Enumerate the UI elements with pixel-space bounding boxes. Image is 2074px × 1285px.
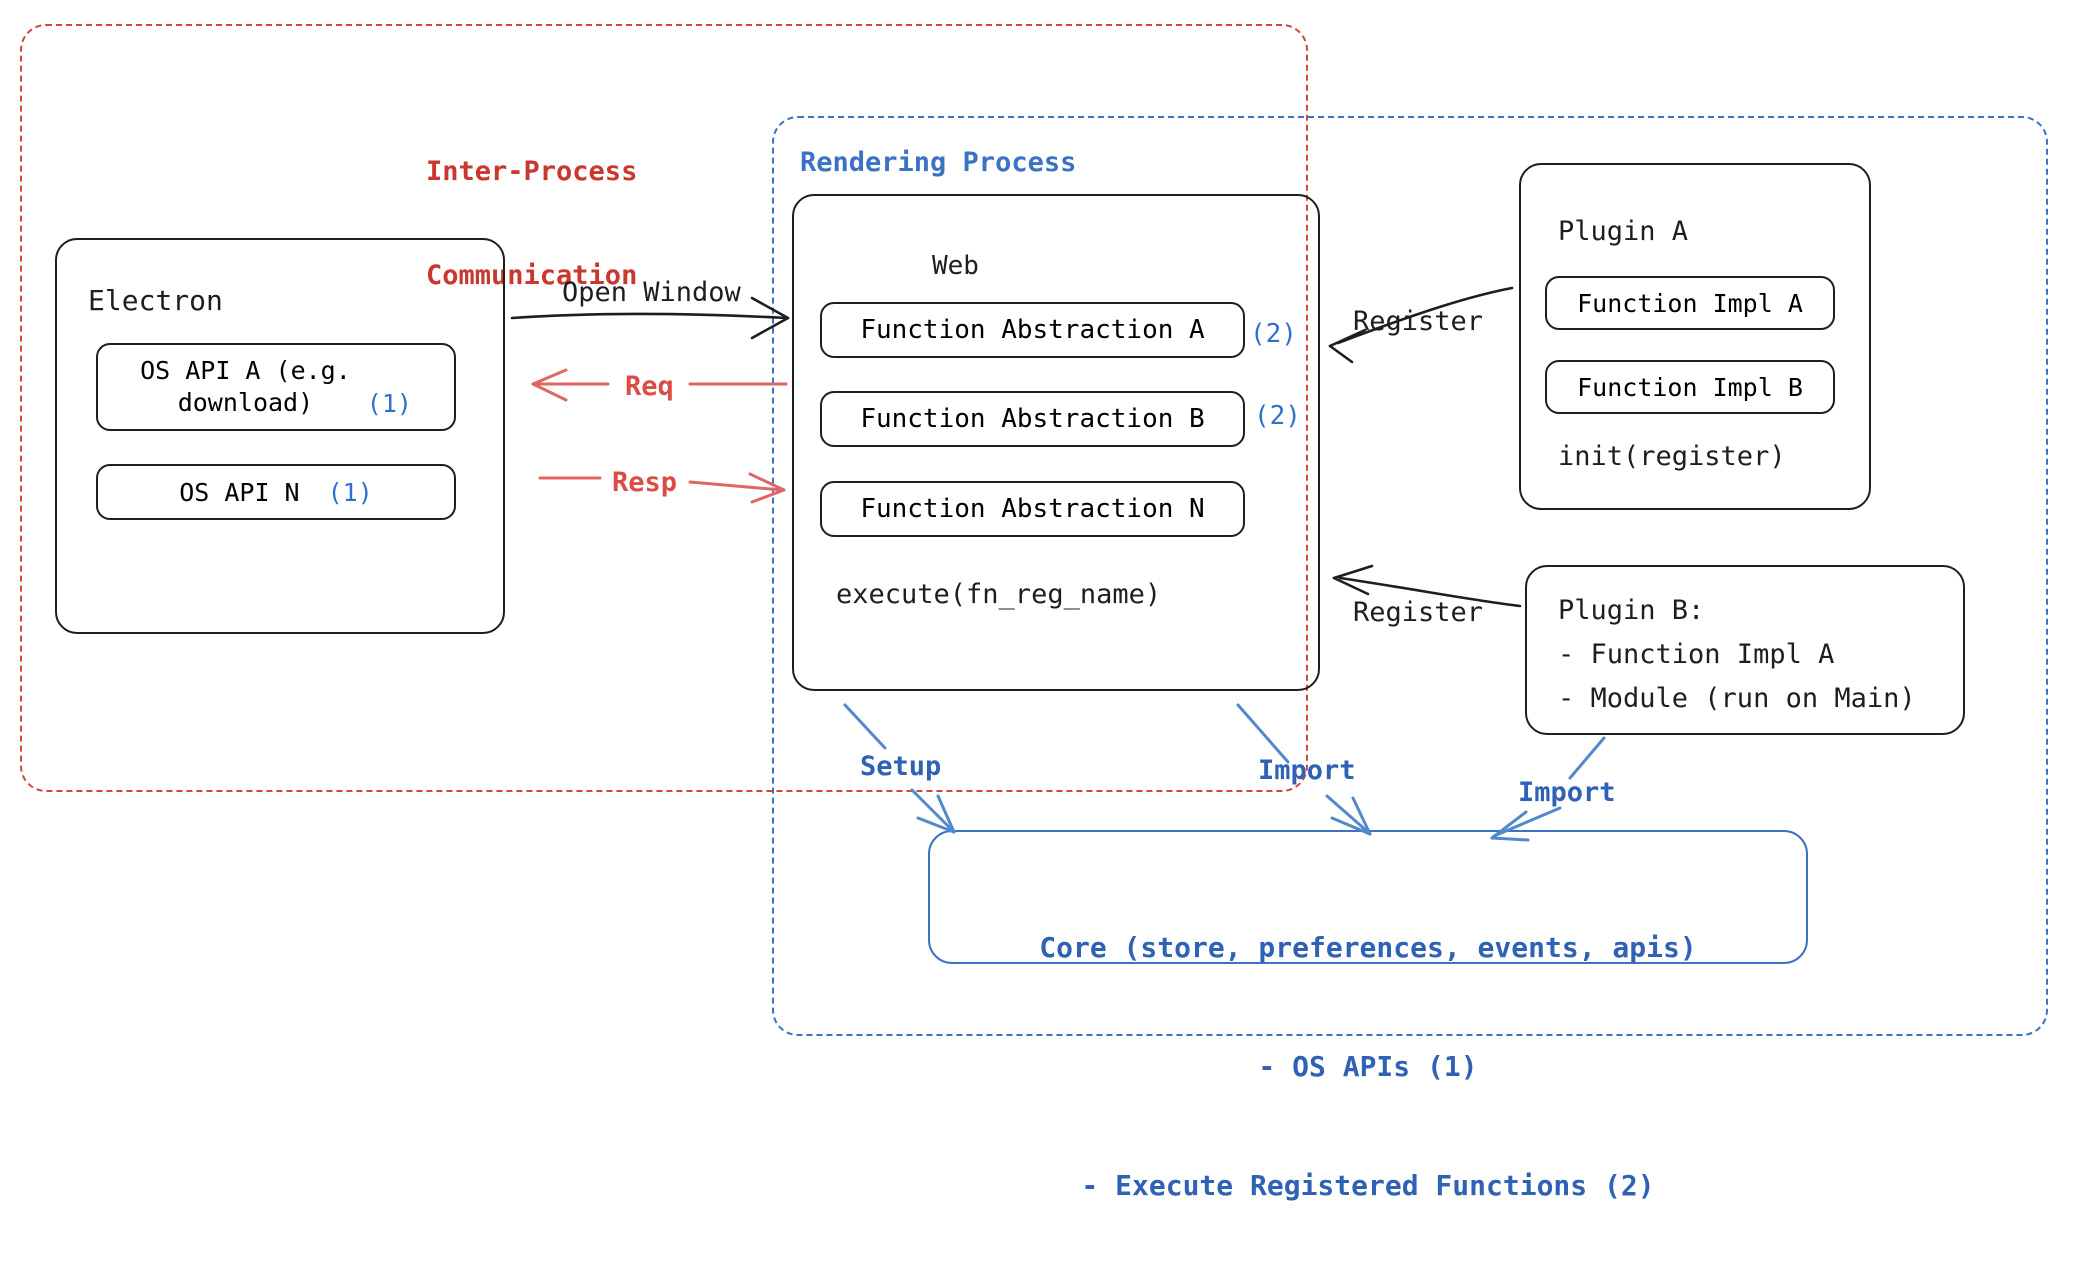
boundary-label-rendering-process: Rendering Process	[800, 147, 1077, 178]
plugin-b-line-1: - Function Impl A	[1558, 639, 1835, 670]
function-abstraction-b-label: Function Abstraction B	[860, 404, 1205, 434]
os-api-a-line1: OS API A (e.g.	[140, 355, 351, 385]
boundary-inter-process-communication	[20, 24, 1308, 792]
electron-box	[55, 238, 505, 634]
arrow-label-register-plugin-a: Register	[1353, 306, 1484, 337]
plugin-a-box	[1519, 163, 1871, 510]
plugin-a-function-impl-a-label: Function Impl A	[1577, 288, 1803, 318]
arrow-label-open-window: Open Window	[562, 277, 741, 308]
core-text: Core (store, preferences, events, apis) …	[928, 848, 1808, 1285]
arrow-label-import-web: Import	[1258, 755, 1356, 786]
web-title: Web	[932, 251, 979, 281]
function-abstraction-a-box: Function Abstraction A	[820, 302, 1245, 358]
function-abstraction-b-box: Function Abstraction B	[820, 391, 1245, 447]
plugin-a-function-impl-b-label: Function Impl B	[1577, 372, 1803, 402]
plugin-b-line-2: - Module (run on Main)	[1558, 683, 1916, 714]
arrow-label-req: Req	[625, 371, 674, 402]
function-abstraction-n-label: Function Abstraction N	[860, 494, 1205, 524]
core-line-3: - Execute Registered Functions (2)	[1081, 1169, 1655, 1202]
os-api-n-marker: (1)	[327, 477, 373, 507]
function-abstraction-b-marker: (2)	[1254, 401, 1301, 431]
plugin-a-init-method: init(register)	[1558, 441, 1786, 472]
diagram-canvas: Inter-Process Communication Rendering Pr…	[20, 24, 2048, 1202]
os-api-a-line2: download)	[177, 388, 314, 417]
core-line-2: - OS APIs (1)	[1258, 1049, 1478, 1083]
arrow-label-import-plugin-b: Import	[1518, 777, 1616, 808]
os-api-n-box: OS API N (1)	[96, 464, 456, 520]
electron-title: Electron	[88, 284, 223, 317]
plugin-b-title: Plugin B:	[1558, 595, 1705, 626]
os-api-a-label: OS API A (e.g. download)	[140, 355, 351, 420]
boundary-label-ipc: Inter-Process Communication	[426, 86, 637, 362]
core-line-1: Core (store, preferences, events, apis)	[1039, 930, 1697, 964]
ipc-label-line1: Inter-Process	[426, 156, 638, 188]
boundary-rendering-process	[772, 116, 2048, 1036]
arrow-label-resp: Resp	[612, 467, 678, 498]
arrow-label-setup: Setup	[860, 751, 942, 782]
web-execute-method: execute(fn_reg_name)	[836, 579, 1162, 610]
function-abstraction-a-label: Function Abstraction A	[860, 315, 1205, 345]
plugin-a-function-impl-b-box: Function Impl B	[1545, 360, 1835, 414]
arrow-label-register-plugin-b: Register	[1353, 597, 1484, 628]
plugin-b-box	[1525, 565, 1965, 735]
function-abstraction-n-box: Function Abstraction N	[820, 481, 1245, 537]
web-box	[792, 194, 1320, 691]
os-api-n-label: OS API N	[179, 477, 300, 507]
plugin-a-function-impl-a-box: Function Impl A	[1545, 276, 1835, 330]
os-api-a-box: OS API A (e.g. download) (1)	[96, 343, 456, 431]
plugin-a-title: Plugin A	[1558, 216, 1689, 247]
ipc-label-line2: Communication	[426, 259, 638, 291]
function-abstraction-a-marker: (2)	[1250, 319, 1297, 349]
os-api-a-marker: (1)	[366, 388, 412, 418]
